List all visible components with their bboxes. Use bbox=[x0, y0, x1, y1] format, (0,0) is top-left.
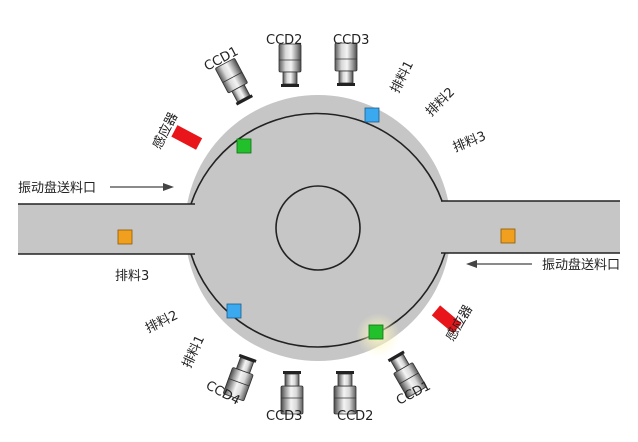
ccd-camera-icon bbox=[278, 43, 302, 88]
bottom-discharge-3-label: 排料3 bbox=[115, 269, 149, 284]
track-and-disc bbox=[18, 95, 620, 361]
part-orange-right bbox=[500, 228, 516, 244]
part-green-bottom bbox=[368, 324, 384, 340]
top-discharge-3-label: 排料3 bbox=[451, 129, 488, 156]
part-blue-top bbox=[364, 107, 380, 123]
top-ccd2-label: CCD2 bbox=[266, 33, 302, 48]
left-feed-label: 振动盘送料口 bbox=[18, 180, 96, 196]
arrow-left-icon bbox=[466, 260, 532, 268]
ccd-camera-icon bbox=[333, 370, 357, 415]
bottom-ccd2-label: CCD2 bbox=[337, 409, 373, 424]
part-blue-bottom bbox=[226, 303, 242, 319]
ccd-camera-icon bbox=[334, 42, 358, 87]
arrow-right-icon bbox=[110, 183, 174, 191]
part-orange-left bbox=[117, 229, 133, 245]
part-green-top bbox=[236, 138, 252, 154]
disc-hub bbox=[275, 185, 361, 271]
top-ccd3-label: CCD3 bbox=[333, 33, 369, 48]
ccd-camera-icon bbox=[280, 370, 304, 415]
sensor-icon bbox=[171, 125, 203, 150]
bottom-discharge-2-label: 排料2 bbox=[143, 308, 180, 337]
bottom-ccd3-label: CCD3 bbox=[266, 409, 302, 424]
bottom-discharge-1-label: 排料1 bbox=[180, 333, 208, 370]
sensor-icon bbox=[431, 305, 462, 334]
top-discharge-1-label: 排料1 bbox=[388, 58, 417, 95]
top-discharge-2-label: 排料2 bbox=[423, 85, 458, 120]
right-feed-label: 振动盘送料口 bbox=[542, 257, 620, 273]
rotary-disc bbox=[185, 95, 451, 361]
